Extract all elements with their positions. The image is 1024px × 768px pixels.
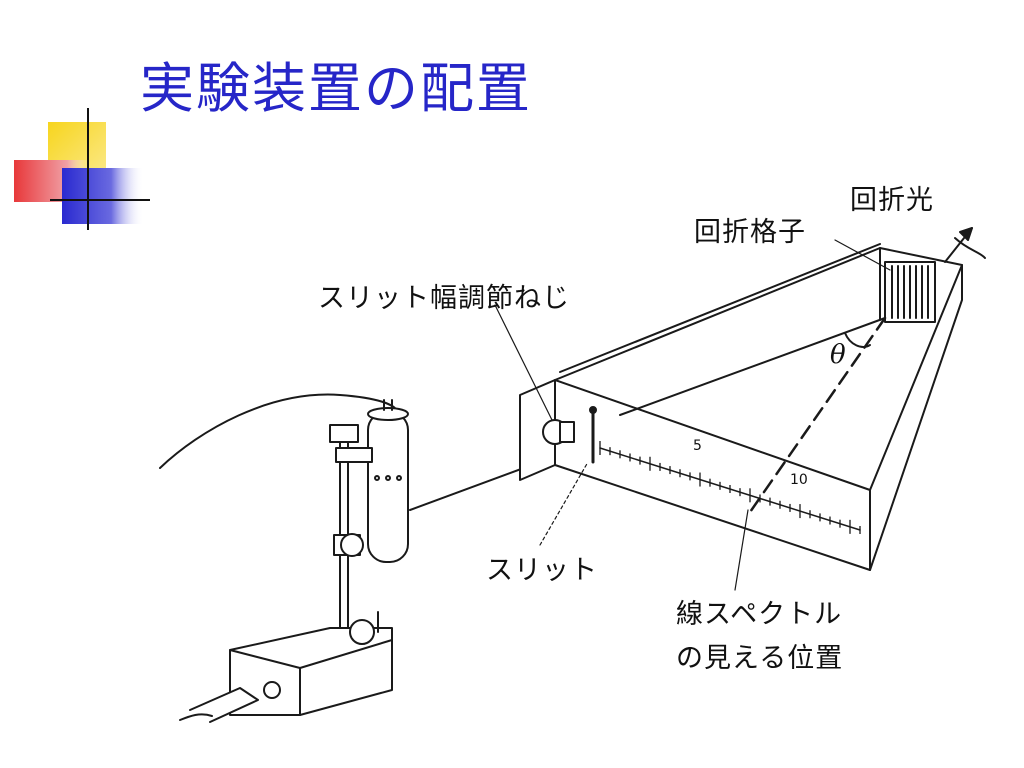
diffraction-grating: [884, 261, 936, 323]
scale-number-5: 5: [693, 438, 702, 454]
slide-title: 実験装置の配置: [140, 57, 532, 120]
label-slit: スリット: [486, 555, 598, 586]
slit-assembly: [542, 406, 597, 464]
label-diffraction-grating: 回折格子: [694, 217, 806, 248]
label-spectrum-position-line2: の見える位置: [676, 643, 844, 674]
spectrometer-frame: [519, 243, 963, 571]
leader-grating: [834, 239, 891, 271]
diffracted-sight-line: [746, 316, 887, 517]
corner-decoration: [14, 108, 150, 230]
power-cable: [159, 393, 399, 469]
power-supply: [179, 611, 393, 723]
angle-arc: [844, 332, 871, 348]
incident-beam: [409, 461, 541, 511]
label-spectrum-position-line1: 線スペクトル: [676, 599, 843, 630]
leader-slit: [539, 461, 589, 546]
scale-number-10: 10: [790, 472, 808, 488]
label-diffracted-light: 回折光: [850, 185, 934, 216]
central-beam: [619, 317, 886, 416]
label-slit-width-screw: スリット幅調節ねじ: [318, 283, 570, 314]
leader-slit-screw: [494, 304, 553, 421]
leader-spectrum: [734, 509, 749, 591]
lamp-stand: [329, 424, 373, 641]
lamp: [367, 399, 409, 563]
angle-theta-label: θ: [830, 340, 846, 370]
deco-blue-bar: [62, 168, 144, 224]
diffracted-light-arrow: [944, 227, 986, 263]
